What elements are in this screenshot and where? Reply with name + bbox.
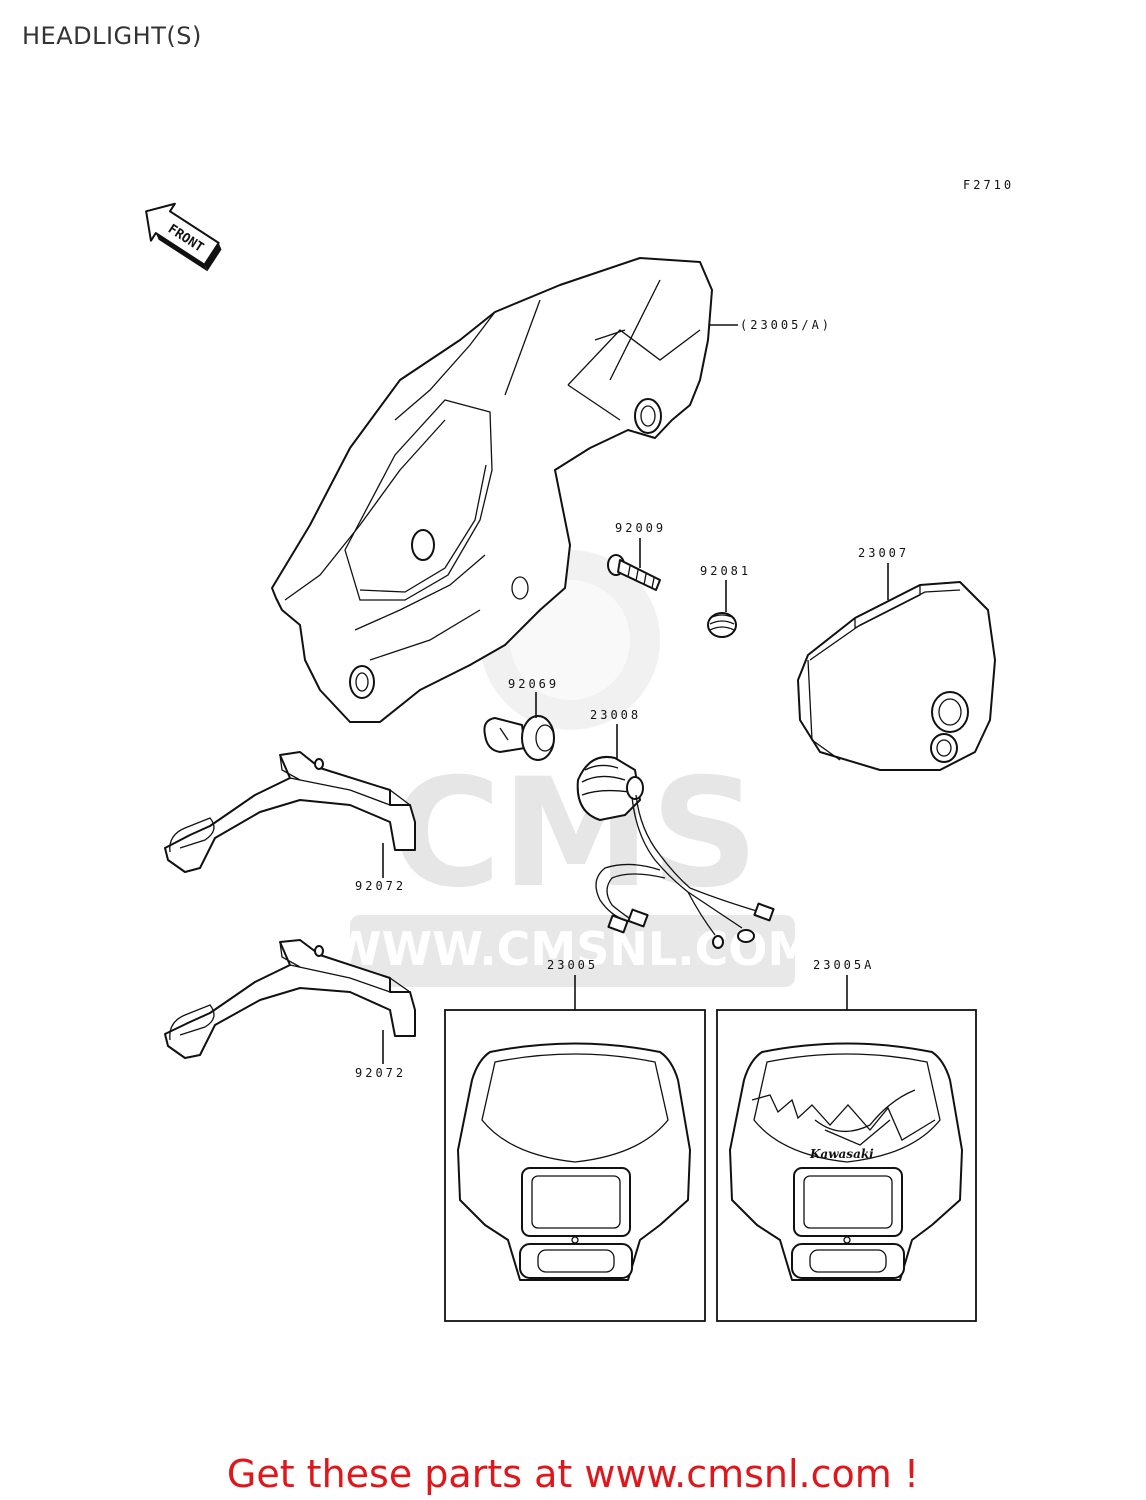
bolt-92009[interactable] <box>607 554 661 591</box>
socket-23008[interactable] <box>576 756 775 949</box>
watermark-url: WWW.CMSNL.COM <box>331 922 814 976</box>
front-arrow-icon: FRONT <box>145 202 222 272</box>
part-label-23005[interactable]: 23005 <box>547 958 598 972</box>
strap-92072-lower[interactable] <box>164 939 416 1059</box>
part-label-92069[interactable]: 92069 <box>508 677 559 691</box>
part-label-23005-a[interactable]: (23005/A) <box>740 318 832 332</box>
part-box-23005 <box>444 1009 706 1322</box>
figure-code: F2710 <box>963 178 1014 192</box>
headlight-cover-23005a[interactable]: Kawasaki <box>729 1042 963 1281</box>
kawasaki-logo: Kawasaki <box>809 1147 874 1161</box>
page-title: HEADLIGHT(S) <box>22 22 202 50</box>
part-label-92009[interactable]: 92009 <box>615 521 666 535</box>
part-box-23005a <box>716 1009 977 1322</box>
headlight-cover-23005[interactable] <box>457 1042 691 1281</box>
bulb-92069[interactable] <box>483 715 555 761</box>
watermark-brand: CMS <box>391 747 758 921</box>
headlight-lens-23007[interactable] <box>797 581 996 771</box>
spring-92081[interactable] <box>707 612 737 638</box>
part-label-23008[interactable]: 23008 <box>590 708 641 722</box>
part-label-92081[interactable]: 92081 <box>700 564 751 578</box>
part-label-23005a[interactable]: 23005A <box>813 958 874 972</box>
part-label-23007[interactable]: 23007 <box>858 546 909 560</box>
strap-92072-upper[interactable] <box>164 751 416 873</box>
part-label-92072-upper[interactable]: 92072 <box>355 879 406 893</box>
footer-link[interactable]: Get these parts at www.cmsnl.com ! <box>226 1452 920 1496</box>
part-label-92072-lower[interactable]: 92072 <box>355 1066 406 1080</box>
headlight-housing[interactable] <box>271 257 713 723</box>
